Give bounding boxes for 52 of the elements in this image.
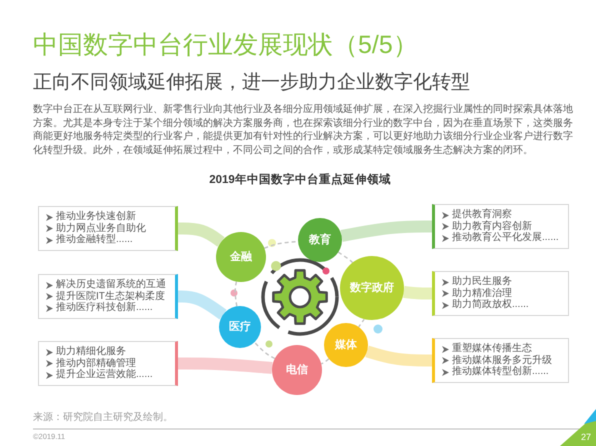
- text-panel: [432, 204, 569, 249]
- list-item-text: 推动金融转型......: [56, 234, 133, 246]
- domain-label: 数字政府: [350, 282, 394, 294]
- intro-paragraph: 数字中台正在从互联网行业、新零售行业向其他行业及各细分应用领域延伸扩展，在深入挖掘行业属性的同时探索具体落地方案。尤其是本身专注于某个细分领域的解决方案服务商，也在探索该细分行业的数字中台，因为在垂直场景下，这类服务商能更好地服务特定类型的行业客户，能提供更加有针对性的行业解决方案，可以更好地助力该细分行业企业客户进行数字化转型升级。此外，在领域延伸拓展过程中，不同公司之间的合作，或形成某特定领域服务生态解决方案的闭环。: [33, 103, 573, 157]
- list-item-text: 助力精细化服务: [56, 346, 126, 358]
- list-item-text: 助力民生服务: [452, 276, 512, 288]
- connector-band: [178, 358, 273, 374]
- domain-circle: [272, 345, 322, 395]
- domain-label: 电信: [286, 364, 308, 376]
- list-item-text: 助力精准治理: [452, 288, 512, 299]
- domain-circle: [340, 256, 404, 320]
- domain-label: 金融: [230, 250, 252, 264]
- domain-circle: [298, 218, 342, 262]
- domain-label: 医疗: [229, 320, 251, 334]
- list-item-text: 推动媒体转型创新......: [452, 366, 549, 378]
- list-item-text: 助力教育内容创新: [452, 220, 532, 232]
- list-item-text: 解决历史遗留系统的互通: [56, 279, 166, 290]
- dashed-connector: [320, 358, 330, 364]
- connector-band: [340, 220, 432, 242]
- dashed-connector: [358, 318, 366, 328]
- dashed-connector: [234, 281, 238, 306]
- page-title: 中国数字中台行业发展现状（5/5）: [33, 30, 418, 60]
- subtitle: 正向不同领域延伸拓展，进一步助力企业数字化转型: [33, 71, 470, 94]
- connector-band: [175, 290, 227, 320]
- list-item-text: 助力网点业务自助化: [56, 222, 146, 234]
- domain-circle: [324, 323, 368, 367]
- page-number: 27: [580, 432, 592, 443]
- list-item-text: 推动医疗科技创新......: [56, 302, 153, 314]
- source-note: 来源：研究院自主研究及绘制。: [33, 412, 173, 424]
- list-item-text: 推动业务快速创新: [56, 211, 136, 222]
- domain-label: 媒体: [335, 338, 357, 352]
- text-panel: [432, 338, 569, 383]
- text-panel: [38, 206, 178, 251]
- domain-circle: [219, 306, 261, 348]
- dashed-connector: [254, 342, 276, 360]
- list-item-text: 提供教育洞察: [452, 209, 512, 220]
- domain-label: 教育: [309, 234, 331, 246]
- list-item-text: 推动媒体服务多元升级: [452, 354, 552, 366]
- dashed-connector: [338, 252, 354, 264]
- text-panel: [432, 271, 569, 316]
- connector-band: [176, 222, 225, 247]
- list-item-text: 提升医院IT生态架构柔度: [56, 290, 165, 302]
- domain-circle: [216, 232, 266, 282]
- list-item-text: 重塑媒体传播生态: [452, 343, 532, 355]
- text-panel: [38, 341, 178, 386]
- list-item-text: 提升企业运营效能......: [56, 369, 153, 381]
- list-item-text: 推动教育公平化发展......: [452, 232, 559, 244]
- list-item-text: 助力简政放权......: [452, 299, 529, 311]
- chart-title: 2019年中国数字中台重点延伸领域: [208, 173, 392, 188]
- text-panel: [38, 274, 178, 319]
- dashed-connector: [264, 240, 298, 249]
- list-item-text: 推动内部精确管理: [56, 358, 136, 369]
